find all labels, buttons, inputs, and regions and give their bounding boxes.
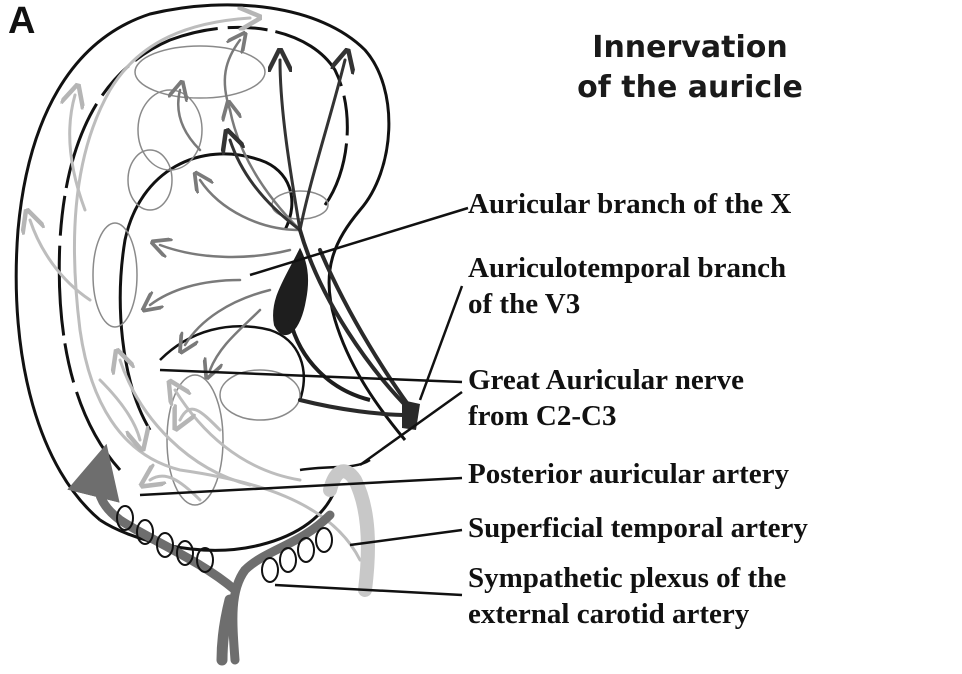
auriculotemporal-trunk (273, 247, 309, 336)
label-line: Sympathetic plexus of the (468, 562, 787, 594)
plexus-coil (261, 557, 279, 583)
label-line: of the V3 (468, 288, 581, 320)
label-great-auricular: Great Auricular nerve from C2-C3 (468, 362, 744, 434)
nerve-branch (175, 390, 302, 482)
plexus-coil (156, 532, 174, 558)
label-line: external carotid artery (468, 598, 750, 630)
nerve-branch (160, 245, 292, 259)
vagus-branches (230, 60, 345, 232)
label-line: Auricular branch of the X (468, 188, 792, 220)
zone-ellipse (137, 89, 203, 171)
label-superficial-temporal-artery: Superficial temporal artery (468, 510, 808, 546)
nerve-branch (223, 40, 240, 112)
nerve-branch (30, 220, 92, 302)
plexus-coil (116, 505, 134, 531)
nerve-root-stump (402, 400, 420, 430)
auriculotemporal-trunk-tail (288, 319, 371, 402)
label-line: Superficial temporal artery (468, 512, 808, 544)
nerve-trunk (318, 248, 414, 412)
plexus-coil (315, 527, 333, 553)
arteries (67, 443, 375, 666)
superficial-temporal-artery-vessel (323, 464, 375, 597)
nerve-branch (150, 278, 242, 305)
nerve-branch (298, 60, 345, 232)
label-line: Posterior auricular artery (468, 458, 790, 490)
sympathetic-plexus-coils (116, 505, 333, 583)
title-line-2: of the auricle (577, 70, 803, 105)
leader-line-sympathetic-plexus (274, 583, 463, 597)
leader-line-auricular-branch-x (249, 206, 469, 277)
mid-gray-branches (150, 40, 302, 370)
nerve-branch (200, 180, 302, 232)
posterior-auricular-artery-vessel (67, 443, 240, 595)
nerve-branch (98, 378, 140, 440)
helix-inner-outline (57, 25, 349, 472)
nerve-branch (180, 409, 222, 430)
panel-letter: A (8, 0, 36, 42)
leader-line-great-auricular-lower (359, 390, 463, 467)
zone-ellipse (92, 222, 138, 328)
nerve-trunk (298, 228, 412, 412)
label-line: Great Auricular nerve (468, 364, 744, 396)
plexus-coil (136, 519, 154, 545)
nerve-branch (230, 140, 302, 232)
zone-ellipse (127, 149, 173, 211)
artery-root (216, 594, 236, 666)
label-auricular-branch-x: Auricular branch of the X (468, 186, 791, 222)
zone-ellipse (219, 369, 301, 421)
zone-ellipse (134, 45, 266, 99)
label-auriculotemporal-v3: Auriculotemporal branch of the V3 (468, 250, 786, 322)
leader-lines (139, 206, 469, 597)
zone-ellipse (166, 374, 224, 506)
diagram-title: Innervation of the auricle (540, 28, 840, 108)
leader-line-great-auricular (159, 368, 463, 384)
plexus-coil (297, 537, 315, 563)
nerve-branch (178, 90, 202, 152)
leader-line-posterior-auricular (139, 476, 463, 497)
great-auricular-branches (30, 18, 362, 562)
title-line-1: Innervation (592, 30, 788, 65)
nerve-branch (70, 95, 87, 212)
nerve-branch (150, 476, 202, 502)
nerve-branch (280, 60, 302, 232)
plexus-coil (279, 547, 297, 573)
plexus-coil (176, 540, 194, 566)
label-line: Auriculotemporal branch (468, 252, 787, 284)
label-sympathetic-plexus: Sympathetic plexus of the external carot… (468, 560, 786, 632)
label-posterior-auricular-artery: Posterior auricular artery (468, 456, 789, 492)
plexus-coil (196, 547, 214, 573)
nerve-trunk (298, 398, 412, 417)
nerve-branch (120, 360, 252, 487)
nerve-root-trunks (298, 228, 414, 417)
nerve-branch (185, 288, 272, 345)
leader-line-superficial-temporal (349, 528, 463, 547)
label-line: from C2-C3 (468, 400, 617, 432)
nerve-branch (210, 308, 262, 370)
artery-stem (228, 510, 335, 665)
